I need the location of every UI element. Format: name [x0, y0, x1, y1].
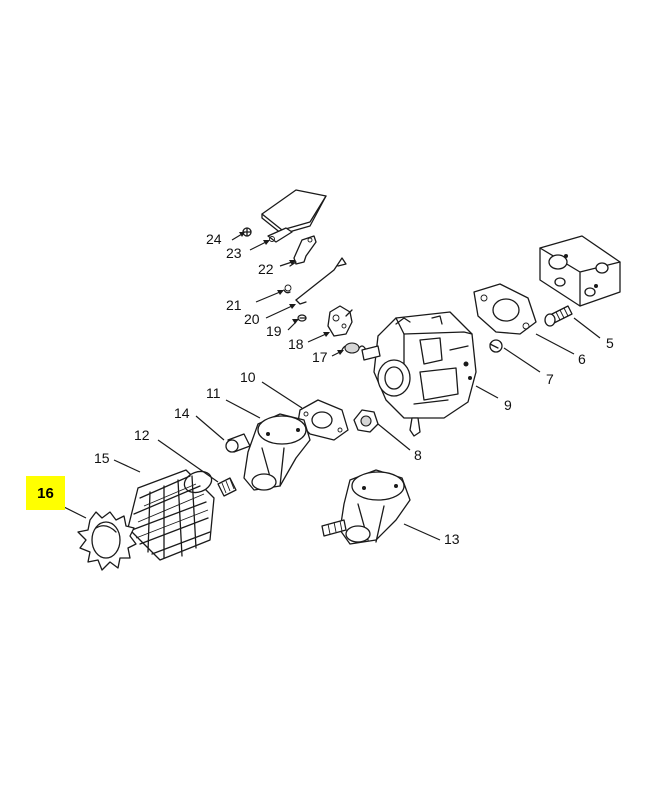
part-23-bracket-drawing — [261, 189, 327, 243]
part-8-nut-drawing — [353, 409, 379, 433]
part-label-20: 20 — [244, 311, 260, 327]
part-22-lever-drawing — [289, 235, 317, 267]
part-5-screw-drawing — [544, 305, 573, 327]
part-18-lever-drawing — [327, 305, 353, 337]
part-16-retaining-ring-drawing — [77, 511, 137, 571]
part-label-21: 21 — [226, 297, 242, 313]
part-label-24: 24 — [206, 231, 222, 247]
part-17-spring-drawing — [341, 342, 367, 354]
part-label-7: 7 — [546, 371, 554, 387]
part-20-link-drawing — [295, 257, 347, 305]
part-13-fuel-pump-drawing — [321, 469, 411, 545]
part-label-18: 18 — [288, 336, 304, 352]
part-9-carburetor-drawing — [361, 311, 477, 437]
part-label-17: 17 — [312, 349, 328, 365]
part-6-gasket-drawing — [473, 283, 537, 335]
part-label-14: 14 — [174, 405, 190, 421]
part-12-stud-drawing — [217, 477, 237, 497]
part-label-15: 15 — [94, 450, 110, 466]
part-label-12: 12 — [134, 427, 150, 443]
part-label-23: 23 — [226, 245, 242, 261]
part-14-screw-drawing — [225, 433, 251, 453]
part-15-filter-screen-drawing — [127, 469, 215, 561]
part-11-fuel-pump-drawing — [243, 413, 311, 491]
part-label-11: 11 — [206, 385, 221, 401]
part-label-22: 22 — [258, 261, 274, 277]
part-label-8: 8 — [414, 447, 422, 463]
part-label-6: 6 — [578, 351, 586, 367]
part-label-19: 19 — [266, 323, 282, 339]
part-10-gasket-drawing — [297, 399, 349, 441]
part-5-mounting-block-drawing — [539, 235, 621, 307]
part-label-5: 5 — [606, 335, 614, 351]
part-label-10: 10 — [240, 369, 256, 385]
part-label-13: 13 — [444, 531, 460, 547]
part-label-9: 9 — [504, 397, 512, 413]
part-19-screw-drawing — [297, 314, 307, 322]
part-21-clip-drawing — [283, 284, 292, 294]
part-7-sleeve-drawing — [489, 339, 503, 353]
part-label-16-highlighted: 16 — [26, 476, 65, 510]
